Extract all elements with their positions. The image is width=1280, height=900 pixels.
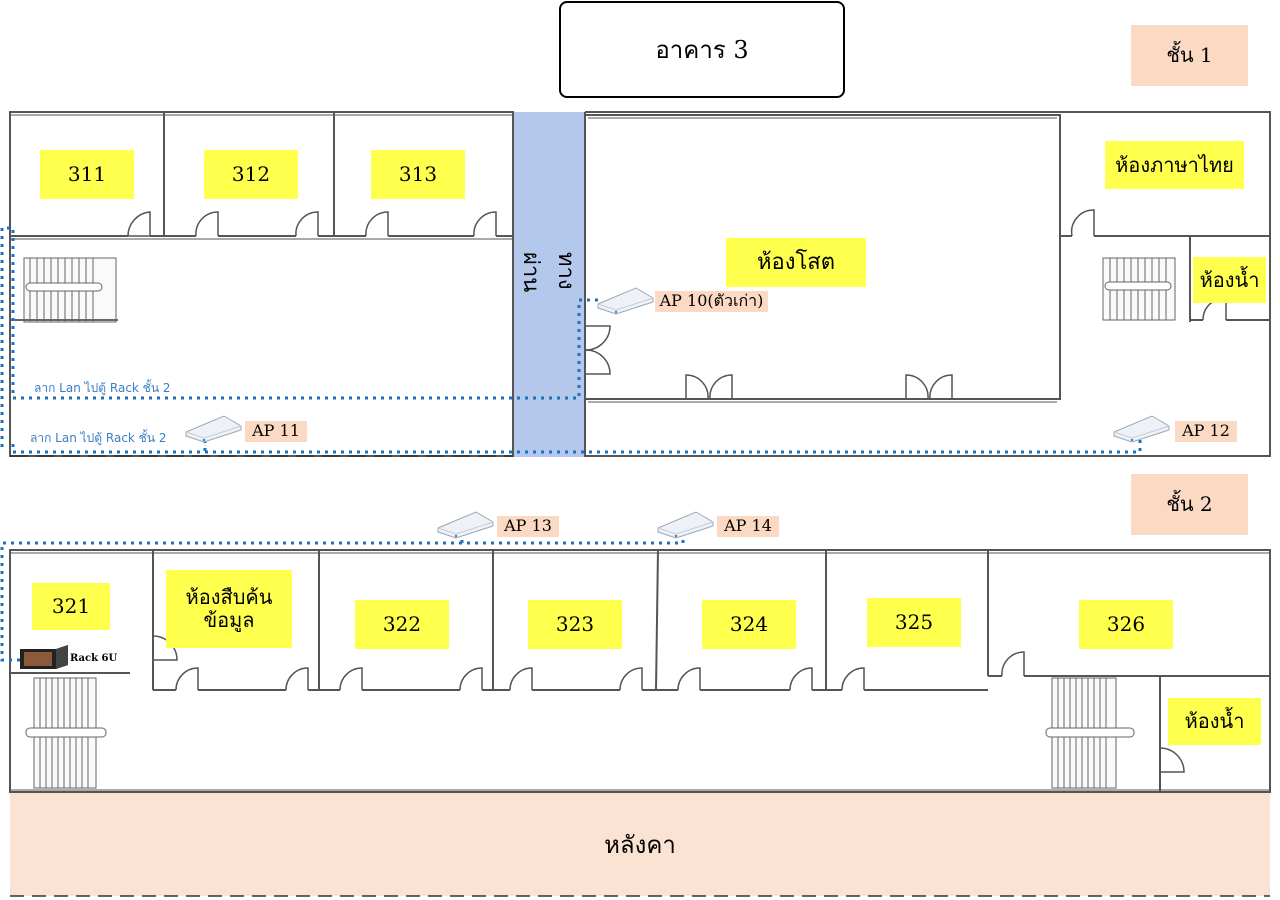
ap12-icon [1113,415,1170,443]
cable-note-upper: ลาก Lan ไปตู้ Rack ชั้น 2 [34,381,171,395]
meeting-room-walls [584,114,1061,400]
ap13-label: AP 13 [497,516,559,537]
roof-area [10,792,1270,896]
ap14-icon [657,511,714,539]
floor1-label: ชั้น 1 [1131,25,1248,86]
thai-room-label: ห้องภาษาไทย [1105,141,1244,189]
room-311-label: 311 [40,150,134,199]
research-room-label: ห้องสืบค้น ข้อมูล [166,570,292,648]
ap11-label: AP 11 [245,421,307,442]
toilet-f1-label: ห้องน้ำ [1193,257,1266,303]
research-room-line1: ห้องสืบค้น [185,585,273,609]
ap14-label: AP 14 [717,516,779,537]
stairs-f1-right [1102,257,1176,321]
toilet-f2-label: ห้องน้ำ [1168,698,1261,745]
rack-label: Rack 6U [70,653,118,664]
room-326-label: 326 [1079,600,1173,649]
building-title: อาคาร 3 [559,1,845,98]
research-room-line2: ข้อมูล [203,608,255,632]
lan-route-ap11-12 [11,440,1142,454]
meeting-room-label: ห้องโสต [726,238,866,287]
lan-route-ap10 [0,226,598,452]
stairs-f2-right [1045,677,1135,789]
room-312-label: 312 [204,150,298,199]
roof-label: หลังคา [604,830,676,859]
room-324-label: 324 [702,600,796,649]
room-321-label: 321 [32,583,110,630]
ap12-label: AP 12 [1175,421,1237,442]
ap10-label: AP 10(ตัวเก่า) [655,291,768,312]
ap10-icon [597,287,654,315]
walkway-label: ทางผ่าน [518,252,578,293]
ap13-icon [437,511,494,539]
floor2-block [9,549,1271,793]
room-322-label: 322 [355,600,449,649]
room-323-label: 323 [528,600,622,649]
cable-note-lower: ลาก Lan ไปตู้ Rack ชั้น 2 [30,431,167,445]
room-325-label: 325 [867,598,961,647]
stairs-f2-left [25,677,107,789]
rack-icon [20,645,68,669]
stairs-f1-left [10,257,118,323]
ap11-icon [185,415,242,443]
floor2-label: ชั้น 2 [1131,474,1248,535]
room-313-label: 313 [371,150,465,199]
